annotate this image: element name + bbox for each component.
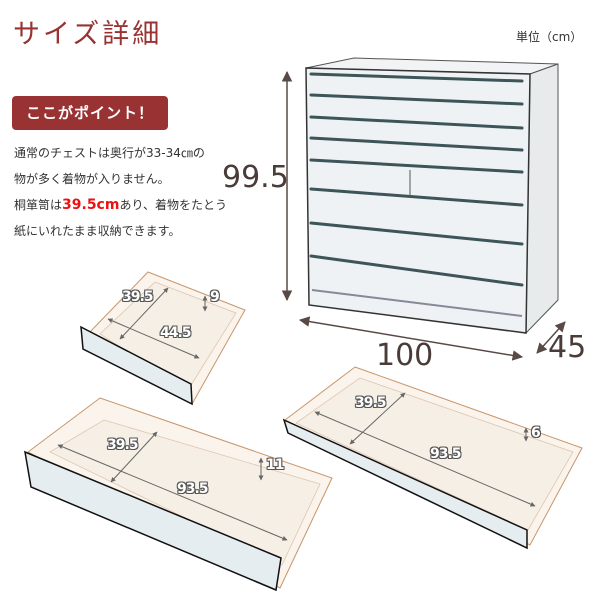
chest-width-label: 100 bbox=[376, 338, 434, 373]
description-line-3: 桐箪笥は39.5cmあり、着物をたとう bbox=[14, 192, 264, 218]
description-line-3-suffix: あり、着物をたとう bbox=[119, 198, 227, 212]
description-line-1: 通常のチェストは奥行が33-34㎝の bbox=[14, 146, 205, 160]
chest-height-label: 99.5 bbox=[222, 160, 289, 195]
chest-depth-label: 45 bbox=[548, 330, 587, 365]
description: 通常のチェストは奥行が33-34㎝の 物が多く着物が入りません。 桐箪笥は39.… bbox=[14, 140, 264, 244]
small-drawer-height-label: 9 bbox=[210, 289, 220, 305]
small-drawer-depth-label: 39.5 bbox=[122, 289, 154, 305]
page-title: サイズ詳細 bbox=[13, 19, 163, 50]
tray-shallow-height-label: 6 bbox=[531, 425, 541, 441]
tray-deep-depth-label: 39.5 bbox=[107, 437, 139, 453]
unit-label: 単位（cm） bbox=[516, 30, 583, 44]
tray-shallow-drawing bbox=[282, 366, 583, 550]
tray-deep-drawing bbox=[24, 397, 333, 592]
description-line-3-prefix: 桐箪笥は bbox=[14, 198, 63, 212]
tray-deep-height-label: 11 bbox=[266, 457, 285, 473]
chest-drawing bbox=[305, 57, 559, 335]
description-line-4: 紙にいれたまま収納できます。 bbox=[14, 224, 181, 238]
tray-shallow-depth-label: 39.5 bbox=[355, 395, 387, 411]
small-drawer-width-label: 44.5 bbox=[160, 325, 192, 341]
tray-shallow-width-label: 93.5 bbox=[430, 446, 462, 462]
point-badge: ここがポイント！ bbox=[12, 96, 168, 130]
tray-deep-width-label: 93.5 bbox=[177, 481, 209, 497]
description-line-2: 物が多く着物が入りません。 bbox=[14, 172, 170, 186]
small-drawer-drawing bbox=[80, 271, 246, 406]
depth-highlight: 39.5cm bbox=[62, 197, 120, 213]
